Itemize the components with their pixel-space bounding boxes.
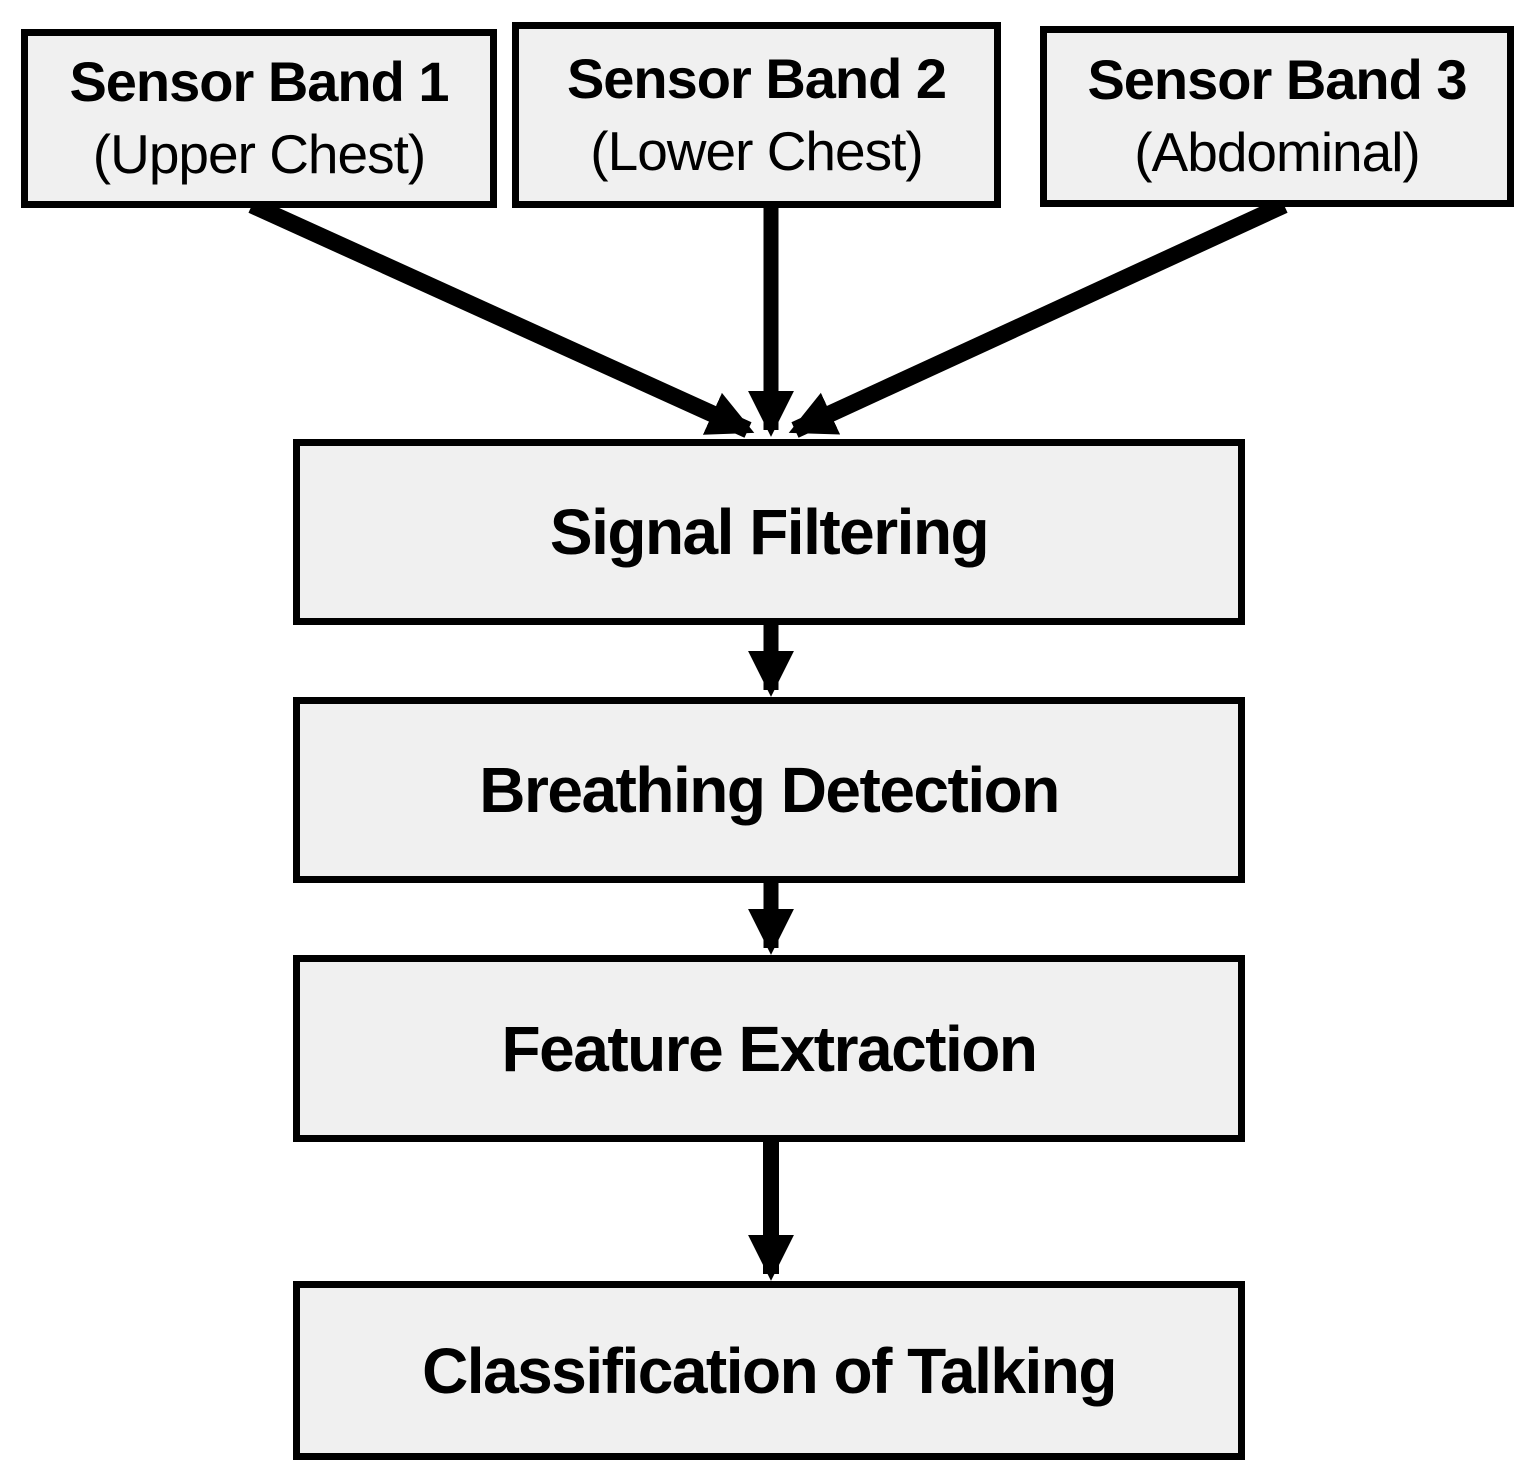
classification-of-talking-label: Classification of Talking [422,1334,1117,1407]
breathing-detection-label: Breathing Detection [479,754,1060,826]
feature-extraction-label: Feature Extraction [501,1012,1038,1085]
sensor-band-2-subtitle: (Lower Chest) [590,119,923,182]
node-sensor-band-3: Sensor Band 3 (Abdominal) [1040,26,1514,207]
sensor-band-1-title: Sensor Band 1 [69,50,449,114]
sensor-band-2-title: Sensor Band 2 [566,46,947,110]
node-signal-filtering: Signal Filtering [293,439,1245,625]
node-feature-extraction: Feature Extraction [293,955,1245,1142]
sensor-band-3-subtitle: (Abdominal) [1134,121,1421,184]
arrow-sensor1-to-signal-filtering [248,197,755,438]
sensor-band-3-title: Sensor Band 3 [1087,48,1467,112]
signal-filtering-label: Signal Filtering [549,496,990,568]
arrow-sensor3-to-signal-filtering [788,197,1288,438]
node-breathing-detection: Breathing Detection [293,697,1245,883]
sensor-band-1-subtitle: (Upper Chest) [92,123,426,186]
node-sensor-band-1: Sensor Band 1 (Upper Chest) [21,29,497,208]
node-classification-of-talking: Classification of Talking [293,1281,1245,1460]
node-sensor-band-2: Sensor Band 2 (Lower Chest) [512,22,1001,208]
